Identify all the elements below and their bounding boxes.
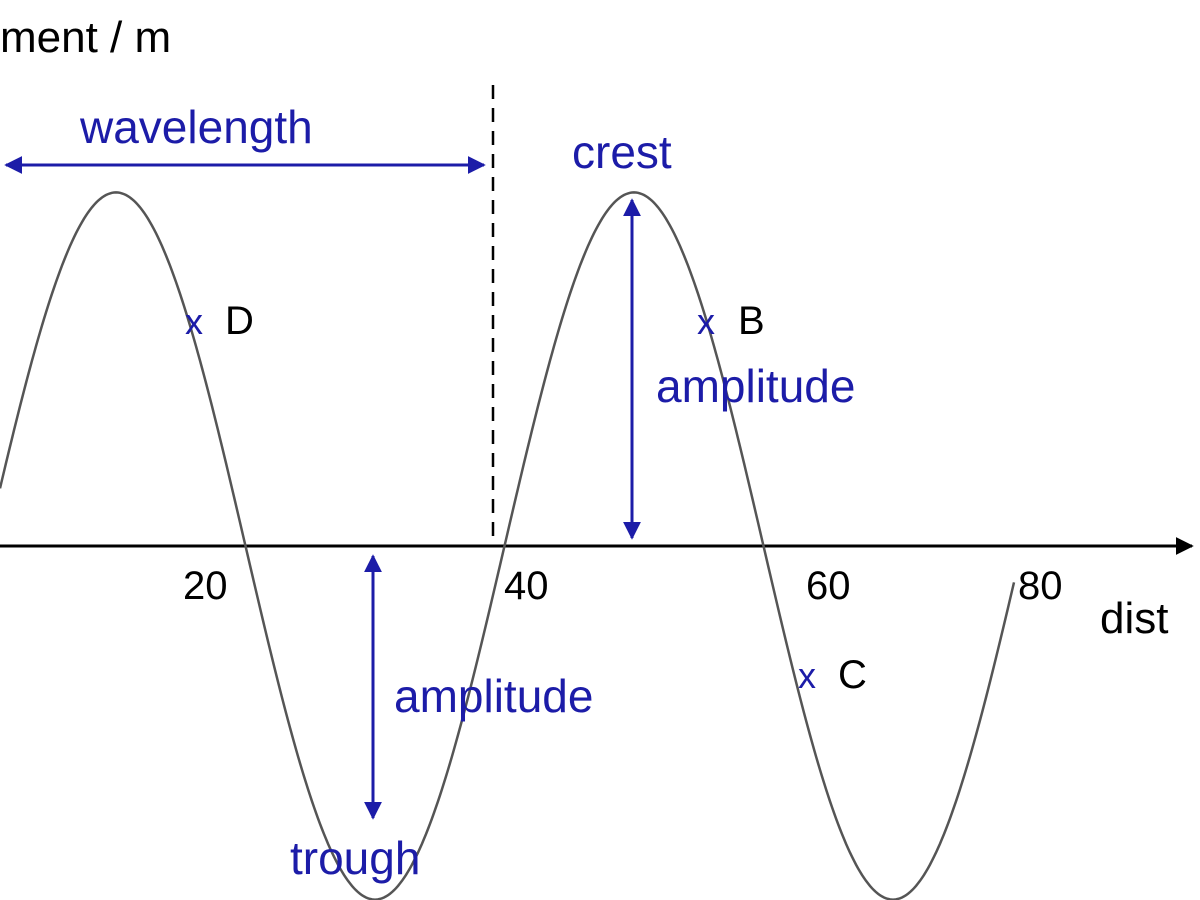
point-d-marker: x bbox=[185, 301, 203, 342]
wavelength-label: wavelength bbox=[79, 101, 313, 153]
point-d-label: D bbox=[225, 299, 254, 343]
wave-curve bbox=[0, 191, 1016, 900]
point-b: x B bbox=[697, 299, 765, 343]
tick-label-20: 20 bbox=[183, 564, 228, 608]
trough-label: trough bbox=[290, 832, 420, 884]
y-axis-label: ment / m bbox=[0, 13, 171, 62]
point-d: x D bbox=[185, 299, 254, 343]
amplitude-label-upper: amplitude bbox=[656, 360, 855, 412]
point-c-label: C bbox=[838, 653, 867, 697]
crest-label: crest bbox=[572, 126, 672, 178]
point-b-label: B bbox=[738, 299, 765, 343]
tick-label-60: 60 bbox=[806, 564, 851, 608]
x-axis-label: dist bbox=[1100, 594, 1168, 643]
point-c: x C bbox=[798, 653, 867, 697]
tick-label-80: 80 bbox=[1018, 564, 1063, 608]
point-b-marker: x bbox=[697, 301, 715, 342]
tick-label-40: 40 bbox=[504, 564, 549, 608]
point-c-marker: x bbox=[798, 655, 816, 696]
amplitude-label-lower: amplitude bbox=[394, 670, 593, 722]
